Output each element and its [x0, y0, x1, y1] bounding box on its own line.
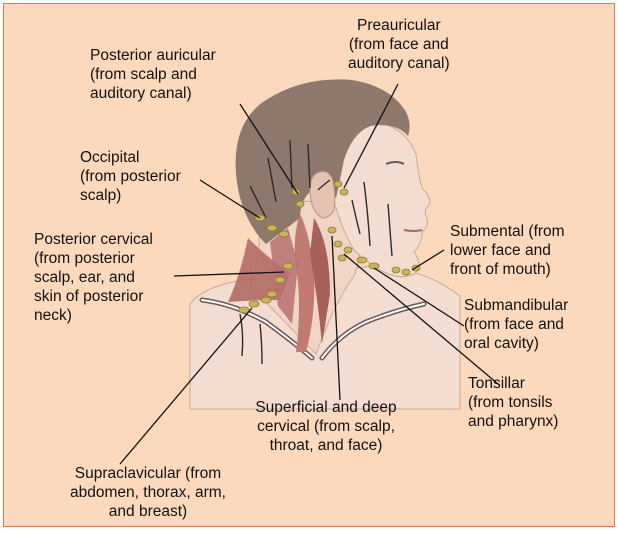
- submental-node: [402, 269, 410, 275]
- submental-node: [392, 267, 400, 273]
- submandibular-node: [357, 257, 367, 263]
- posterior-cervical-node: [275, 277, 285, 283]
- supraclavicular-node: [239, 307, 249, 313]
- preauricular-node: [334, 181, 342, 187]
- preauricular-label: Preauricular (from face and auditory can…: [348, 16, 450, 73]
- preauricular-node: [340, 189, 348, 195]
- supraclavicular-node: [261, 297, 271, 303]
- tonsillar-label: Tonsillar (from tonsils and pharynx): [468, 374, 558, 431]
- supraclavicular-label: Supraclavicular (from abdomen, thorax, a…: [50, 464, 246, 521]
- posterior-auricular-node: [296, 201, 304, 207]
- occipital-node: [267, 225, 277, 231]
- cervical-node: [344, 247, 352, 253]
- cervical-node: [328, 227, 336, 233]
- occipital-node: [279, 231, 289, 237]
- posterior-cervical-node: [267, 291, 277, 297]
- posterior-auricular-label: Posterior auricular (from scalp and audi…: [90, 46, 216, 103]
- mouth-mark: [404, 230, 422, 231]
- posterior-cervical-node: [283, 263, 293, 269]
- submandibular-label: Submandibular (from face and oral cavity…: [464, 296, 568, 353]
- superficial-deep-cervical-label: Superficial and deep cervical (from scal…: [232, 398, 420, 455]
- posterior-cervical-label: Posterior cervical (from posterior scalp…: [34, 230, 153, 325]
- cervical-node: [338, 255, 346, 261]
- lymph-node-diagram: Preauricular (from face and auditory can…: [3, 3, 615, 527]
- occipital-label: Occipital (from posterior scalp): [80, 148, 181, 205]
- supraclavicular-node: [249, 301, 259, 307]
- cervical-node: [334, 241, 342, 247]
- submental-label: Submental (from lower face and front of …: [450, 222, 565, 279]
